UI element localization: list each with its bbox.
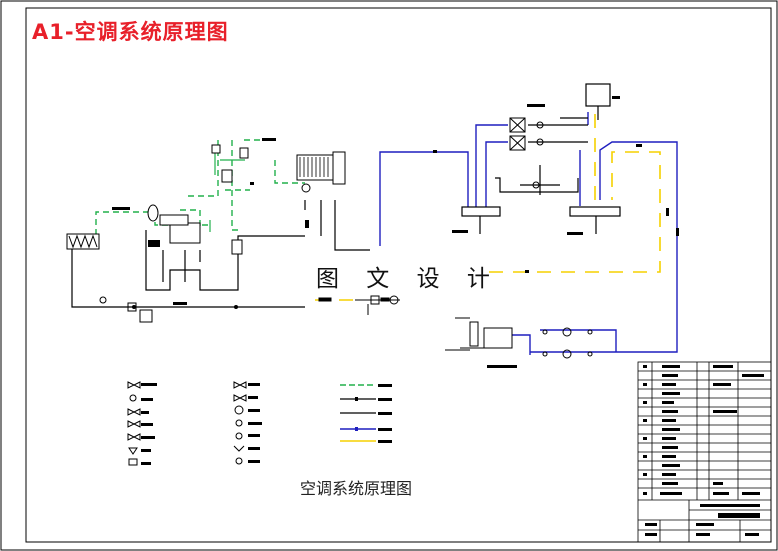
condenser-coil — [66, 233, 100, 250]
air-handling-units — [509, 117, 526, 151]
refrigerant-solid-lines — [209, 150, 245, 232]
right-piping-black — [461, 83, 621, 234]
pump-station — [445, 317, 593, 368]
title-block-entries — [643, 365, 764, 536]
right-markers — [433, 96, 679, 273]
drawing-header-title: A1-空调系统原理图 — [32, 20, 229, 44]
cooling-tower — [296, 151, 346, 185]
legend-block — [127, 381, 392, 466]
chilled-supply-lines — [379, 112, 678, 355]
inner-border — [25, 7, 772, 543]
watermark-text: 图 文 设 计 — [316, 266, 500, 292]
middle-valves — [318, 295, 400, 315]
left-markers — [99, 138, 309, 312]
compressor-unit — [147, 204, 201, 247]
pump-left — [139, 144, 311, 323]
refrigerant-circuit — [95, 139, 305, 235]
water-piping-left — [71, 200, 370, 308]
drawing-caption: 空调系统原理图 — [300, 479, 413, 498]
title-block — [637, 361, 772, 543]
